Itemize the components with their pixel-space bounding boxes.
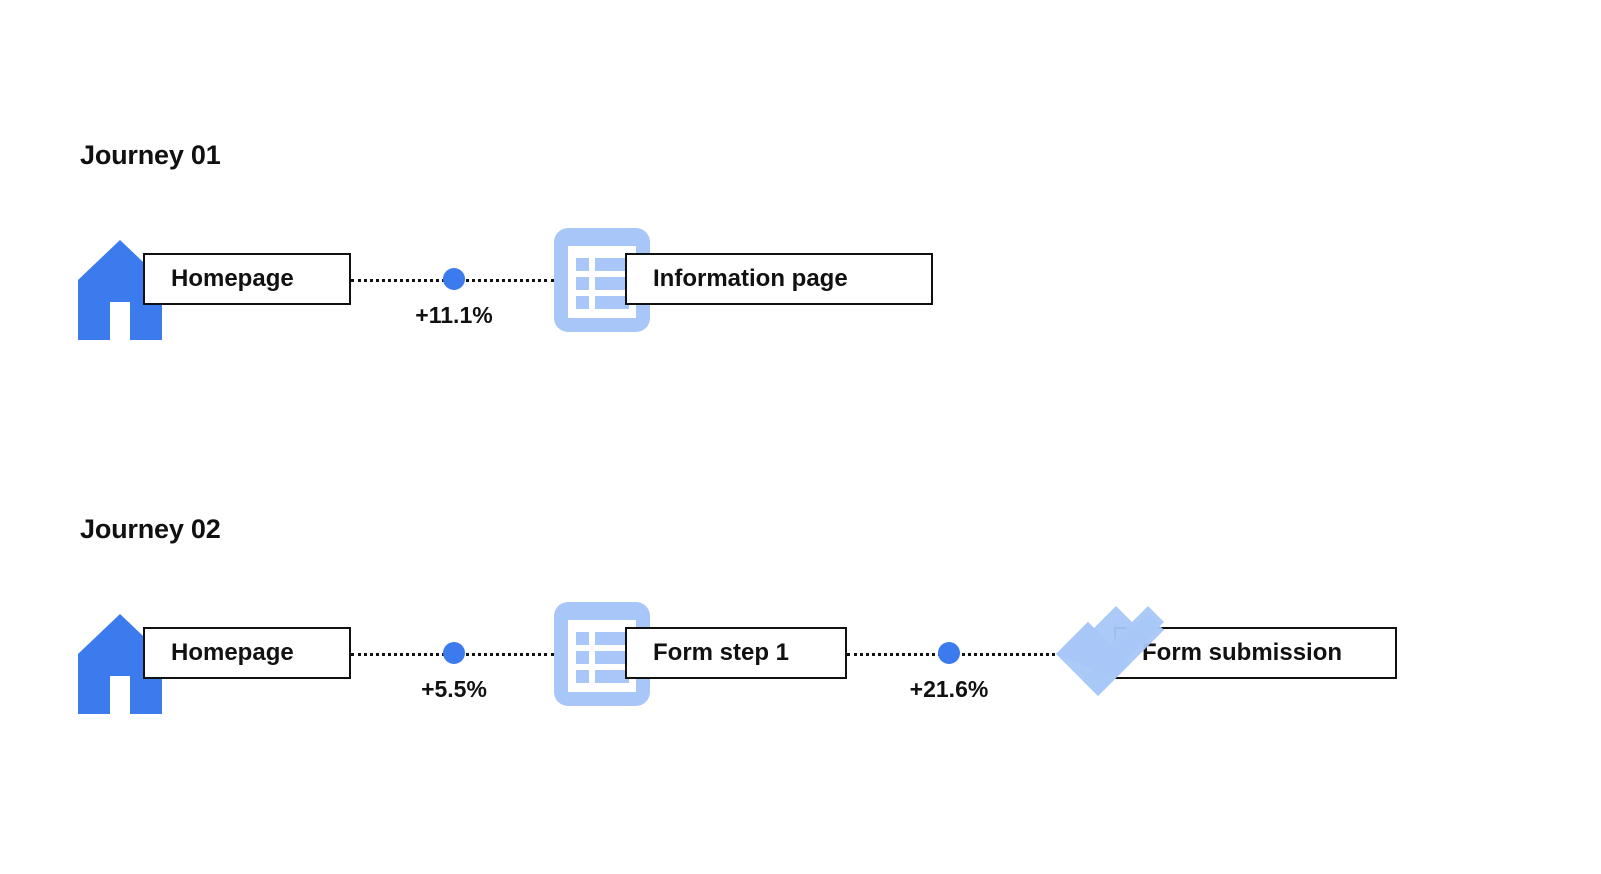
journey-01-title: Journey 01 (80, 140, 221, 170)
journey-02-title: Journey 02 (80, 514, 221, 544)
node-form-step-1-label: Form step 1 (653, 639, 790, 666)
transition-dot[interactable] (443, 268, 465, 290)
node-form-submission-label: Form submission (1142, 639, 1343, 666)
journey-02-flow: Homepage +5.5% (0, 594, 1601, 714)
transition-dot[interactable] (938, 642, 960, 664)
transition-percentage-label: +5.5% (421, 676, 487, 702)
node-form-submission-box[interactable]: Form submission (1114, 627, 1397, 679)
transition-dot[interactable] (443, 642, 465, 664)
home-icon (78, 614, 162, 714)
transition-percentage-label: +21.6% (909, 676, 989, 702)
node-homepage-label: Homepage (171, 265, 294, 292)
node-homepage-box[interactable]: Homepage (143, 627, 351, 679)
journey-01-flow: Homepage +11.1% (0, 220, 1601, 340)
home-icon (78, 240, 162, 340)
node-homepage-label: Homepage (171, 639, 294, 666)
transition-percentage-label: +11.1% (415, 302, 493, 328)
node-homepage-box[interactable]: Homepage (143, 253, 351, 305)
node-information-page-box[interactable]: Information page (625, 253, 933, 305)
node-information-page-label: Information page (653, 265, 848, 292)
node-form-step-1-box[interactable]: Form step 1 (625, 627, 847, 679)
